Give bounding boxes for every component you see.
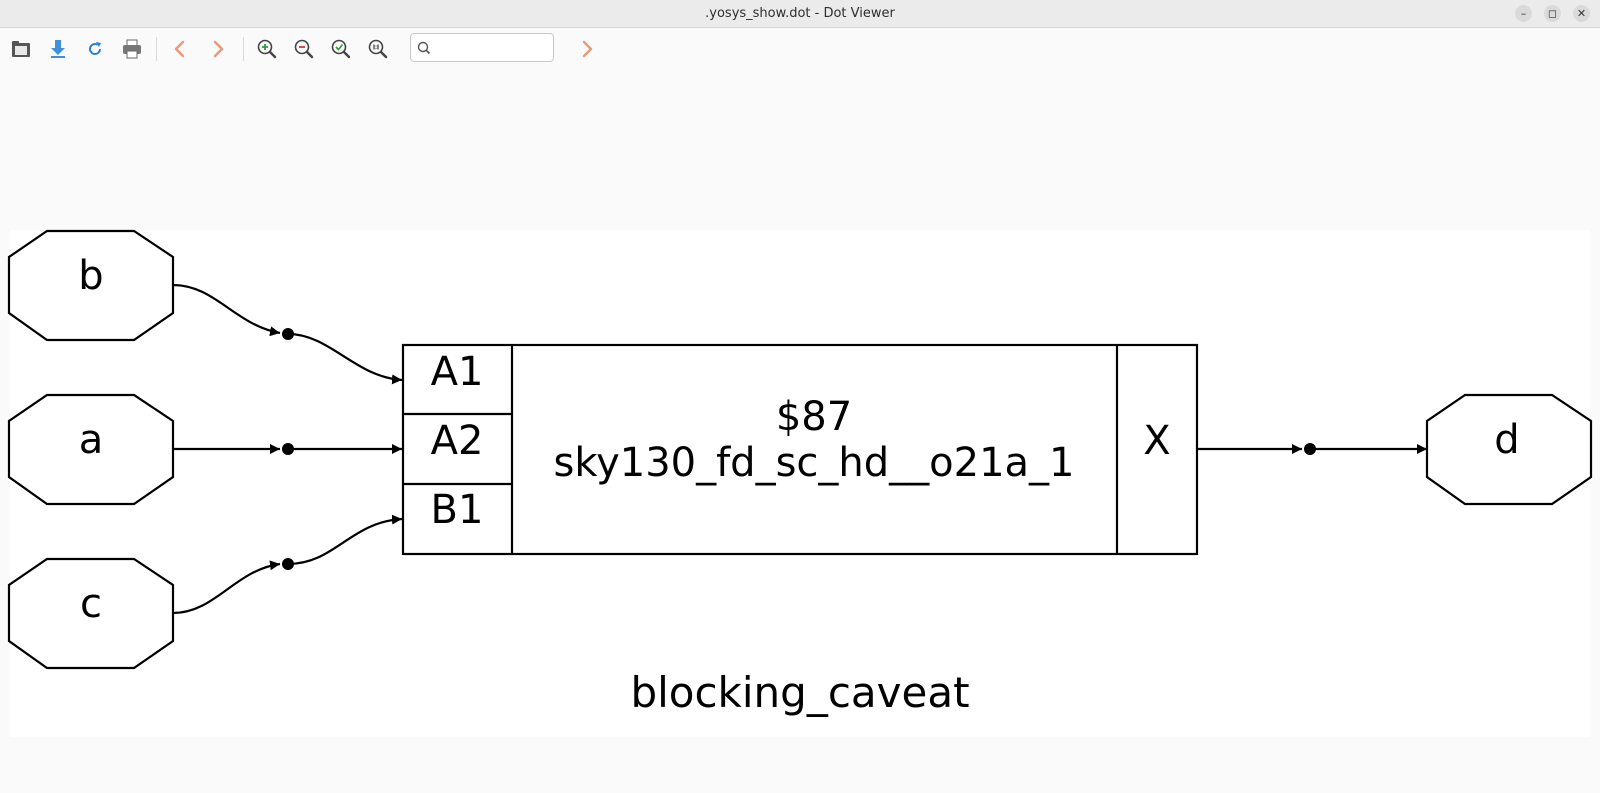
search-icon — [417, 41, 431, 55]
open-button[interactable] — [8, 36, 34, 62]
toolbar — [0, 28, 1600, 70]
back-icon — [174, 40, 185, 58]
port-label-a1: A1 — [431, 349, 484, 395]
toolbar-separator — [243, 37, 244, 61]
save-button[interactable] — [45, 36, 71, 62]
forward-button[interactable] — [205, 36, 231, 62]
reload-button[interactable] — [82, 36, 108, 62]
save-icon — [51, 40, 65, 58]
zoom-in-button[interactable] — [254, 36, 280, 62]
port-label-x: X — [1143, 418, 1170, 464]
forward-icon — [213, 40, 224, 58]
zoom-out-icon — [294, 39, 314, 59]
find-next-icon — [582, 40, 593, 58]
cluster-label: blocking_caveat — [630, 668, 969, 717]
zoom-100-icon — [368, 39, 388, 59]
graph-cluster — [10, 230, 1590, 737]
open-icon — [12, 41, 30, 57]
wire-to-a1 — [287, 332, 403, 385]
title-bar: .yosys_show.dot - Dot Viewer – ◻ ✕ — [0, 0, 1600, 28]
graph-canvas[interactable]: b a c A1 A2 — [0, 70, 1600, 789]
back-button[interactable] — [167, 36, 193, 62]
minimize-button[interactable]: – — [1515, 5, 1532, 22]
zoom-fit-icon — [331, 39, 351, 59]
zoom-fit-button[interactable] — [328, 36, 354, 62]
find-next-button[interactable] — [574, 36, 600, 62]
output-node-d[interactable]: d — [1425, 393, 1593, 506]
wire-c — [172, 560, 281, 615]
search-box[interactable] — [410, 33, 554, 62]
port-label-a2: A2 — [431, 418, 484, 464]
wire-to-b1 — [287, 514, 403, 566]
port-label-b1: B1 — [431, 487, 484, 533]
wire-b — [172, 283, 281, 337]
cell-type: sky130_fd_sc_hd__o21a_1 — [554, 440, 1075, 486]
node-label: b — [78, 253, 103, 299]
zoom-100-button[interactable] — [365, 36, 391, 62]
print-button[interactable] — [119, 36, 145, 62]
reload-icon — [89, 42, 102, 55]
maximize-button[interactable]: ◻ — [1544, 5, 1561, 22]
search-input[interactable] — [431, 36, 550, 60]
print-icon — [123, 39, 141, 59]
window-title: .yosys_show.dot - Dot Viewer — [705, 6, 895, 21]
graph-svg: b a c A1 A2 — [7, 229, 1593, 737]
close-button[interactable]: ✕ — [1573, 5, 1590, 22]
node-label: a — [79, 417, 104, 463]
cell-id: $87 — [776, 394, 852, 440]
node-label: c — [80, 581, 102, 627]
node-label: d — [1494, 417, 1519, 463]
cell-node[interactable]: A1 A2 B1 $87 sky130_fd_sc_hd__o21a_1 X — [401, 343, 1199, 556]
zoom-in-icon — [257, 39, 277, 59]
zoom-out-button[interactable] — [291, 36, 317, 62]
toolbar-separator — [156, 37, 157, 61]
